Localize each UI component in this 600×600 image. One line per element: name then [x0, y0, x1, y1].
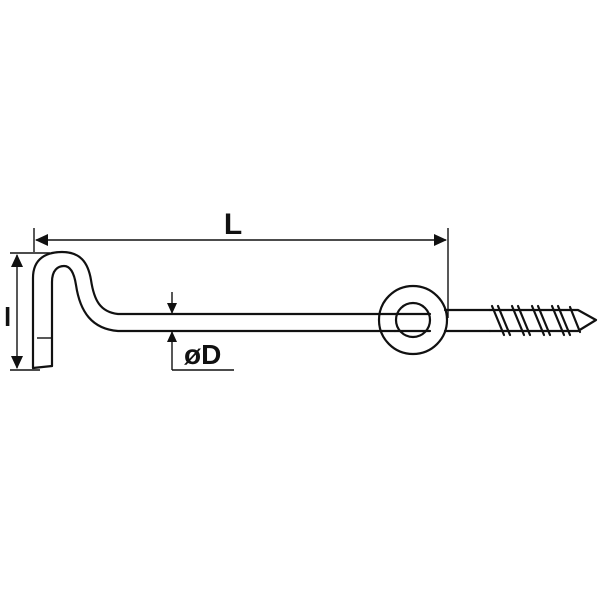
height-arrow-top	[11, 254, 23, 267]
length-label: L	[224, 208, 242, 241]
hook-inner-contour	[50, 264, 397, 368]
screw-eye	[377, 284, 598, 356]
diameter-arrow-top	[167, 303, 177, 314]
thread-crest-2b	[516, 304, 532, 337]
thread-crest-1b	[496, 304, 512, 337]
length-arrow-left	[35, 234, 48, 246]
height-label: l	[4, 302, 11, 332]
length-arrow-right	[434, 234, 447, 246]
diameter-arrow-bottom	[167, 331, 177, 342]
hook	[31, 250, 397, 370]
thread-crest-5	[568, 305, 582, 334]
thread-crest-4b	[556, 304, 572, 337]
thread-crest-4	[550, 304, 566, 337]
thread-crest-1	[490, 304, 506, 337]
height-arrow-bottom	[11, 356, 23, 369]
diameter-label: øD	[184, 339, 221, 370]
hook-outer-contour	[31, 250, 397, 370]
screw-threads	[490, 304, 582, 337]
thread-crest-2	[510, 304, 526, 337]
eye-outer-ring	[377, 284, 449, 356]
height-dimension: l	[4, 252, 50, 371]
diameter-dimension: øD	[167, 292, 234, 371]
thread-crest-3b	[536, 304, 552, 337]
hook-tip-end	[31, 364, 54, 370]
length-dimension: L	[33, 208, 449, 318]
thread-crest-3	[530, 304, 546, 337]
eye-inner-ring	[394, 301, 432, 339]
